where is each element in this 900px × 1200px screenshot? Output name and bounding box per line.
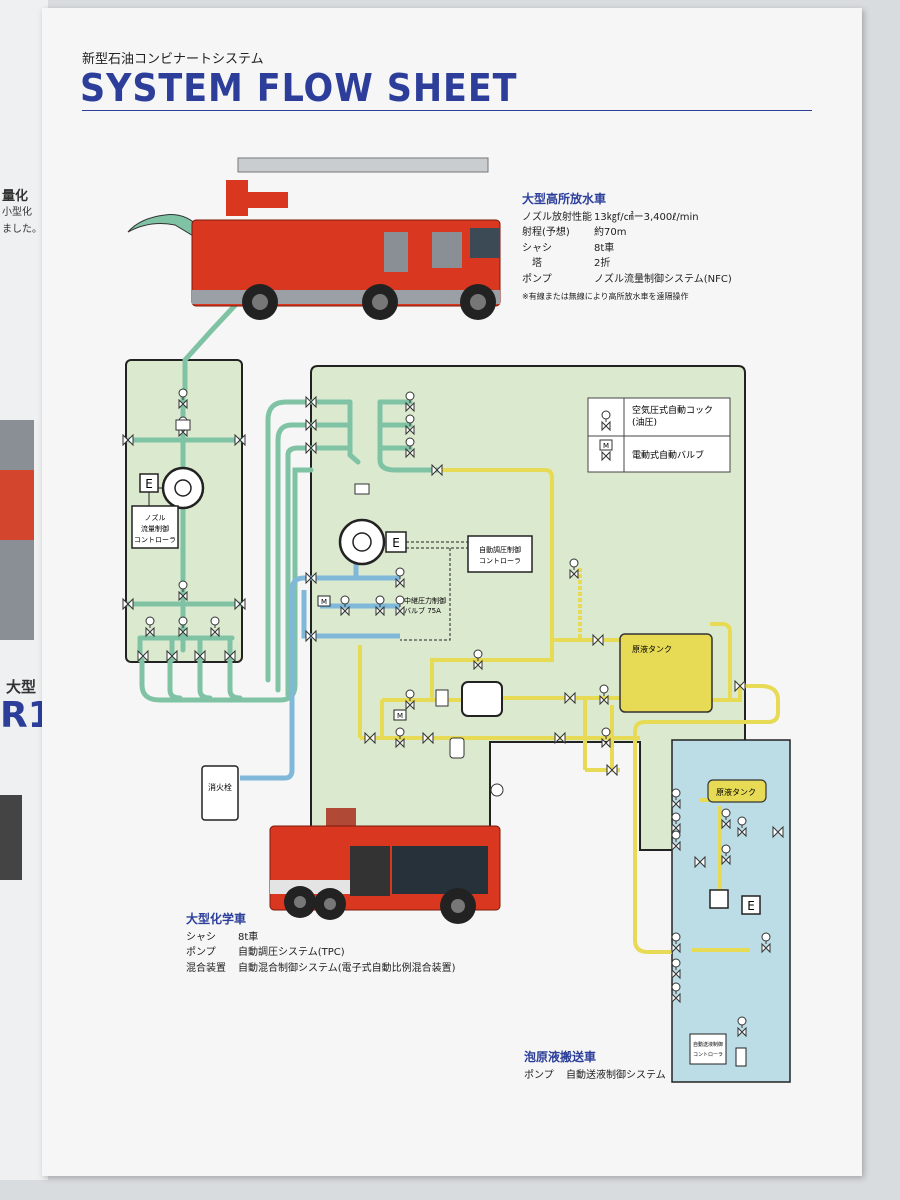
svg-text:E: E: [392, 536, 400, 550]
svg-text:バルブ 75A: バルブ 75A: [404, 606, 441, 615]
aerial-truck-name: 大型高所放水車: [522, 192, 607, 206]
svg-text:流量制御: 流量制御: [141, 524, 169, 533]
page-title: SYSTEM FLOW SHEET: [80, 66, 518, 110]
svg-text:E: E: [747, 899, 755, 913]
foam-transfer-truck-specs: 泡原液搬送車 ポンプ自動送液制御システム: [524, 1050, 666, 1083]
svg-text:ノズル: ノズル: [145, 513, 166, 522]
spec-row: ポンプ自動送液制御システム: [524, 1069, 666, 1081]
title-rule: [82, 110, 812, 111]
nozzle-controller: [131, 505, 179, 549]
left-page-edge: 量化 小型化 ました。 大型 R1: [0, 0, 53, 1180]
svg-text:コントローラ: コントローラ: [134, 536, 176, 544]
m-box: [393, 709, 407, 721]
e-box: [741, 895, 761, 915]
aerial-truck-note: ※有線または無線により高所放水車を遠隔操作: [522, 292, 689, 301]
svg-text:M: M: [321, 598, 327, 606]
spec-row: ポンプ自動調圧システム(TPC): [186, 947, 345, 958]
legend-item-label: (油圧): [632, 416, 657, 428]
svg-text:コントローラ: コントローラ: [479, 557, 521, 565]
page-subtitle: 新型石油コンビナートシステム: [82, 52, 264, 67]
legend-box: [587, 397, 731, 473]
pump-icon: [709, 889, 729, 909]
left-fragment: 小型化: [2, 207, 32, 218]
transfer-pump-icon: [461, 681, 503, 717]
svg-text:E: E: [145, 477, 153, 491]
transfer-controller: [689, 1033, 727, 1065]
spec-row: 混合装置自動混合制御システム(電子式自動比例混合装置): [186, 962, 456, 974]
foam-transfer-truck-name: 泡原液搬送車: [524, 1050, 597, 1064]
spec-row: 射程(予想)約70m: [522, 227, 627, 238]
aerial-ladder-truck: [191, 157, 501, 320]
legend-item-label: 電動式自動バルブ: [632, 449, 704, 461]
foam-tank-2-label: 原液タンク: [716, 787, 756, 797]
svg-text:M: M: [397, 712, 403, 720]
left-photo-fragment: [0, 795, 22, 880]
svg-text:コントローラ: コントローラ: [693, 1052, 723, 1058]
chemical-truck-name: 大型化学車: [186, 912, 247, 926]
chemical-truck: [269, 808, 501, 924]
auto-pressure-controller: [467, 535, 533, 573]
svg-text:M: M: [603, 442, 609, 450]
m-box: [317, 595, 331, 607]
foam-tank-2: [707, 779, 767, 803]
foam-tank: [619, 633, 713, 713]
motor-valve-icon: [601, 450, 611, 462]
legend-item-label: 空気圧式自動コック: [632, 404, 713, 416]
svg-text:自動送液制御: 自動送液制御: [693, 1041, 723, 1048]
svg-text:消火栓: 消火栓: [208, 782, 232, 792]
left-fragment: 量化: [2, 189, 29, 204]
hydrant: [201, 765, 239, 821]
relief-valve-label: 中継圧力制御: [404, 596, 446, 605]
left-photo-red: [0, 470, 34, 540]
foam-tank-label: 原液タンク: [632, 644, 672, 654]
left-fragment: 大型: [6, 678, 37, 696]
svg-text:自動調圧制御: 自動調圧制御: [479, 545, 521, 554]
left-fragment: ました。: [2, 224, 42, 235]
spec-row: ポンプノズル流量制御システム(NFC): [522, 273, 732, 285]
